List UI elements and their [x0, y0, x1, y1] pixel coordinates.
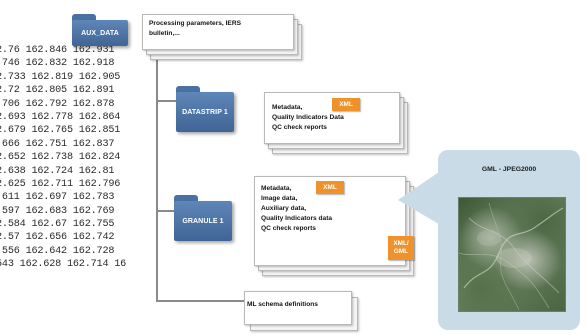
numeric-row: 2.679 162.765 162.851	[0, 125, 121, 137]
numeric-row: 2.76 162.846 162.931	[0, 45, 115, 56]
aux-data-folder-label: AUX_DATA	[81, 29, 119, 37]
aux-data-folder-icon[interactable]: AUX_DATA	[72, 14, 128, 46]
numeric-row: 2.733 162.819 162.905	[0, 71, 121, 83]
numeric-row: 2.625 162.711 162.796	[0, 178, 121, 190]
branch-line-granule	[156, 210, 176, 212]
satellite-texture	[459, 202, 564, 311]
aux-card-line-1: Processing parameters, IERS	[149, 20, 241, 27]
schema-card: ML schema definitions	[244, 291, 352, 325]
satellite-image	[458, 197, 566, 312]
numeric-row: 2.72 162.805 162.891	[0, 85, 115, 97]
datastrip-xml-badge: XML	[332, 98, 360, 111]
datastrip-card: Metadata, Quality Indicators Data QC che…	[264, 92, 400, 144]
numeric-data-listing: 2.76 162.846 162.931 .746 162.832 162.918…	[0, 44, 196, 272]
granule-folder-icon[interactable]: GRANULE 1	[174, 195, 232, 241]
tree-trunk-line	[156, 40, 158, 302]
numeric-row: 2.57 162.656 162.742	[0, 232, 115, 244]
granule-xml-gml-badge: XML/ GML	[388, 236, 414, 260]
gml-callout-title: GML - JPEG2000	[481, 166, 537, 173]
numeric-row: 2.584 162.67 162.755	[0, 219, 115, 231]
granule-card-line-4: Quality Indicators data	[261, 215, 333, 222]
numeric-row: .556 162.642 162.728	[0, 245, 115, 257]
numeric-row: 2.693 162.778 162.864	[0, 111, 121, 123]
numeric-row: .706 162.792 162.878	[0, 98, 115, 110]
numeric-row: 2.652 162.738 162.824	[0, 152, 121, 164]
branch-line-datastrip	[156, 100, 176, 102]
numeric-row: 2.638 162.724 162.81	[0, 165, 115, 177]
granule-card-line-5: QC check reports	[261, 225, 316, 232]
granule-card-line-2: Image data,	[261, 195, 298, 202]
gml-callout: GML - JPEG2000	[438, 150, 580, 330]
granule-xml-gml-badge-line-2: GML	[393, 248, 409, 255]
granule-folder-label: GRANULE 1	[182, 217, 224, 225]
schema-card-label: ML schema definitions	[247, 301, 318, 308]
granule-card-line-3: Auxiliary data,	[261, 205, 307, 212]
granule-xml-badge: XML	[316, 181, 344, 194]
numeric-row: .746 162.832 162.918	[0, 58, 115, 70]
numeric-row: 543 162.628 162.714 16	[0, 259, 127, 271]
datastrip-card-line-1: Metadata,	[272, 104, 303, 111]
datastrip-folder-icon[interactable]: DATASTRIP 1	[176, 86, 234, 132]
branch-line-schema	[156, 300, 244, 302]
numeric-row: .597 162.683 162.769	[0, 205, 115, 217]
numeric-row: .611 162.697 162.783	[0, 192, 115, 204]
datastrip-folder-label: DATASTRIP 1	[182, 108, 228, 116]
aux-card: Processing parameters, IERS bulletin,...	[142, 14, 294, 50]
datastrip-card-line-2: Quality Indicators Data	[272, 114, 344, 121]
numeric-row: .666 162.751 162.837	[0, 138, 115, 150]
datastrip-card-line-3: QC check reports	[272, 124, 327, 131]
granule-xml-gml-badge-line-1: XML/	[393, 240, 409, 247]
aux-card-line-2: bulletin,...	[149, 30, 180, 37]
granule-card-line-1: Metadata,	[261, 185, 292, 192]
